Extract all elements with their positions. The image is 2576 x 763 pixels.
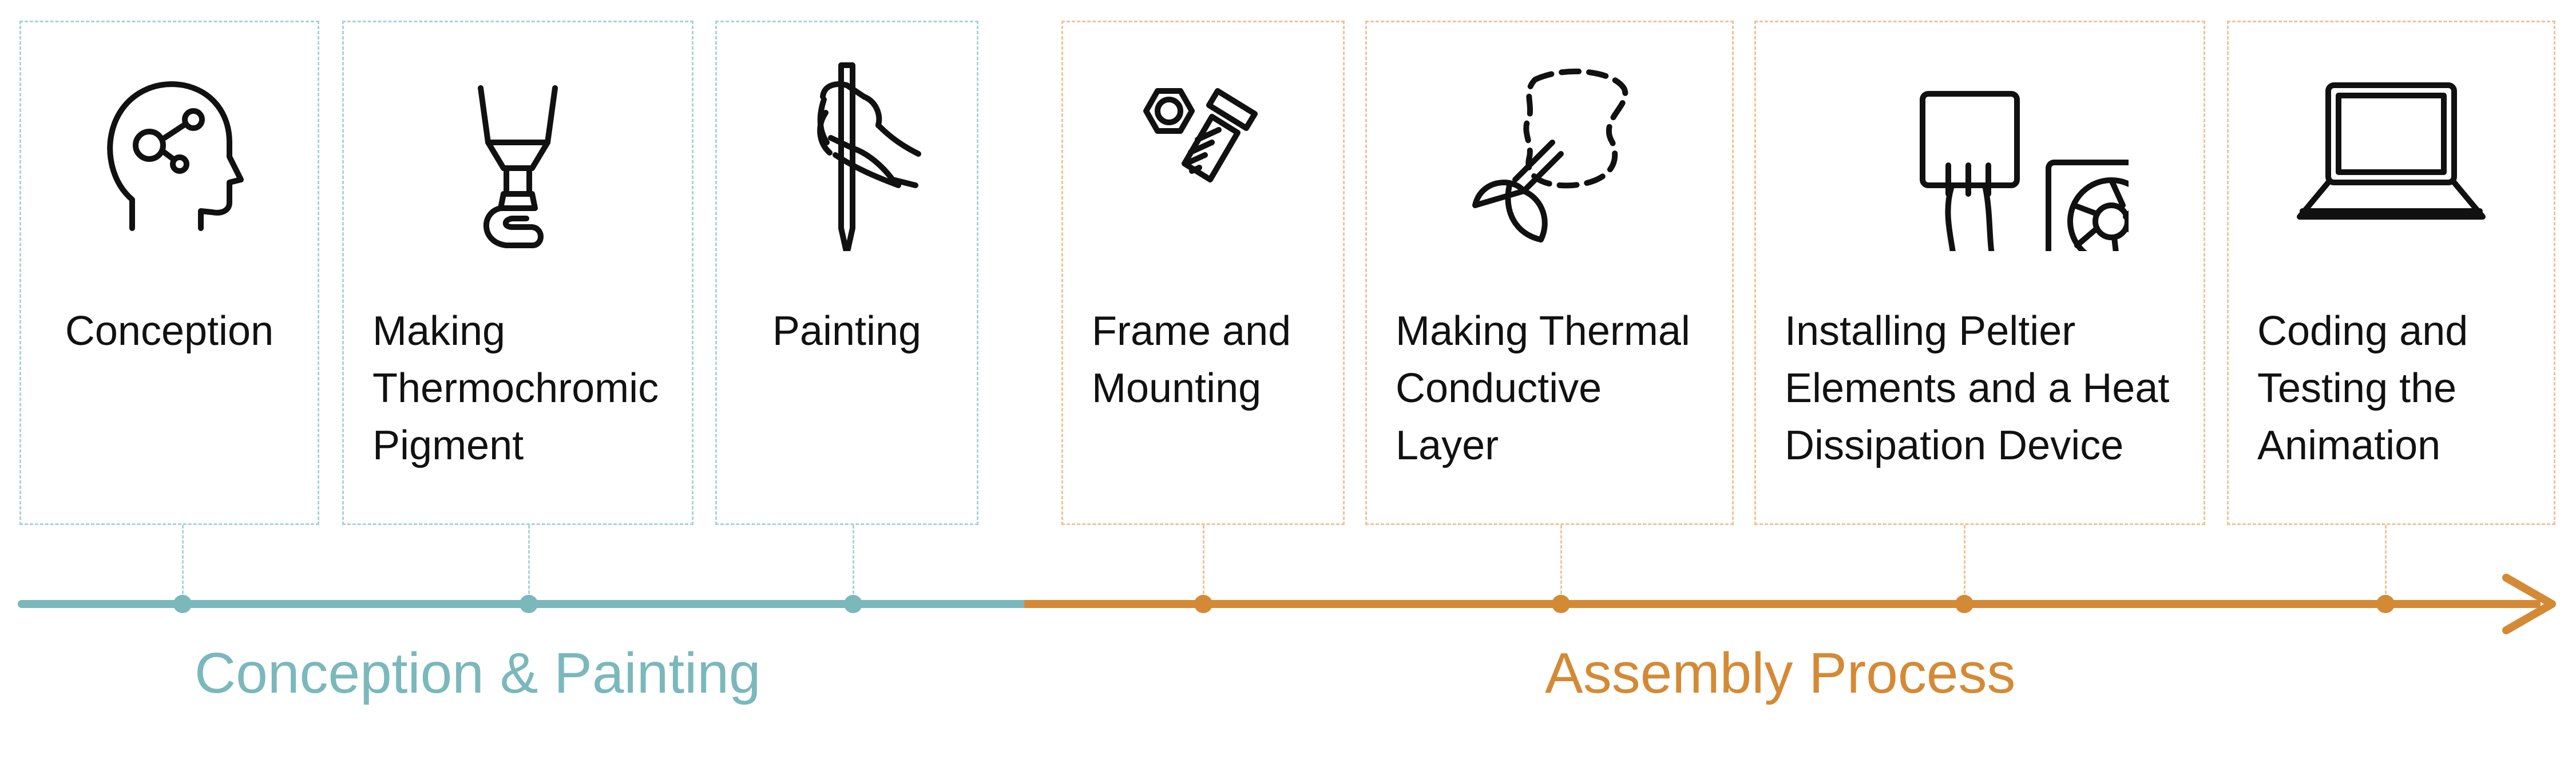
timeline-dot (2376, 595, 2395, 613)
peltier-fan-icon (1756, 57, 2204, 251)
step-thermal-layer: Making Thermal Conductive Layer (1365, 21, 1734, 525)
timeline-dot (173, 595, 192, 613)
timeline-arrowhead (2502, 574, 2556, 634)
connector (1964, 525, 1965, 604)
connector (1203, 525, 1204, 604)
timeline-dot (520, 595, 538, 613)
step-label: Frame and Mounting (1092, 308, 1291, 411)
step-label: Making Thermochromic Pigment (372, 308, 659, 468)
laptop-icon (2229, 57, 2554, 251)
connector (853, 525, 854, 604)
timeline-dot (1955, 595, 1973, 613)
head-idea-icon (21, 57, 318, 251)
step-painting: Painting (715, 21, 978, 525)
step-label: Conception (65, 308, 274, 354)
step-label: Painting (772, 308, 922, 354)
timeline-dot (1552, 595, 1570, 613)
step-coding: Coding and Testing the Animation (2227, 21, 2555, 525)
connector (182, 525, 184, 604)
connector (528, 525, 530, 604)
connector (2385, 525, 2387, 604)
timeline-dot (1194, 595, 1212, 613)
connector (1560, 525, 1562, 604)
scissors-cut-icon (1367, 57, 1732, 251)
step-label: Installing Peltier Elements and a Heat D… (1785, 308, 2170, 468)
hand-brush-icon (717, 57, 977, 251)
phase-label-assembly-process: Assembly Process (1545, 641, 2016, 705)
timeline-dot (844, 595, 862, 613)
nut-bolt-icon (1063, 57, 1343, 251)
pigment-dropper-icon (344, 57, 692, 251)
step-making-pigment: Making Thermochromic Pigment (342, 21, 693, 525)
step-label: Coding and Testing the Animation (2257, 308, 2468, 468)
phase-label-conception-painting: Conception & Painting (195, 641, 761, 705)
step-peltier: Installing Peltier Elements and a Heat D… (1754, 21, 2205, 525)
step-label: Making Thermal Conductive Layer (1396, 308, 1690, 468)
step-conception: Conception (19, 21, 319, 525)
step-frame-mounting: Frame and Mounting (1061, 21, 1345, 525)
